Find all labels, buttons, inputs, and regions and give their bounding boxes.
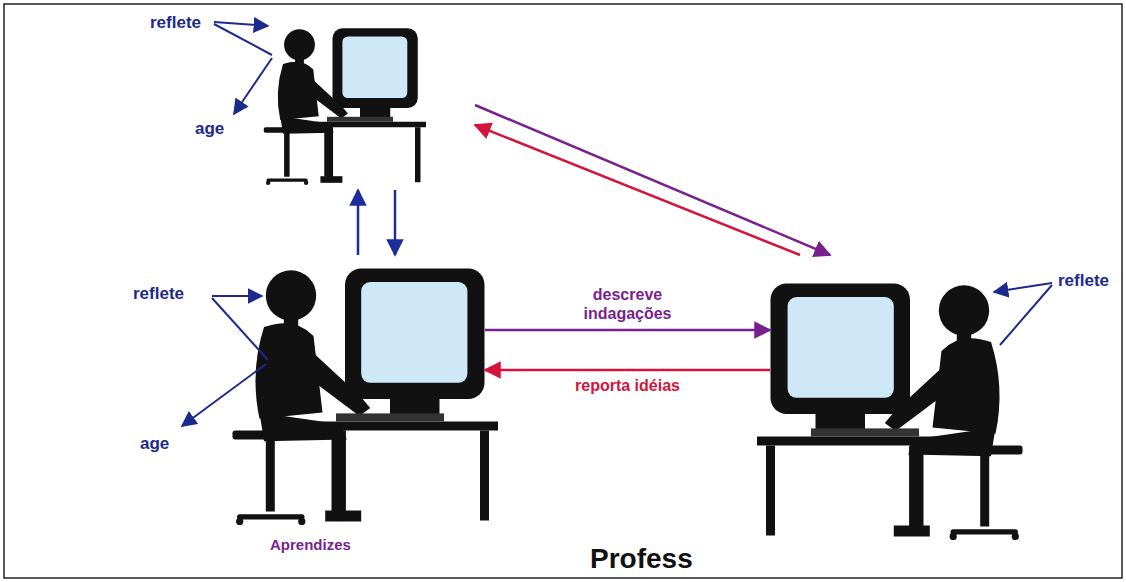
communication-arrow [485,329,770,332]
act-arrow [182,364,266,426]
action-label: reflete [133,285,184,304]
reflect-arrow [994,283,1052,292]
workstation-group: reflete [770,255,1120,545]
action-label: age [195,120,224,139]
communication-arrow [475,105,830,255]
workstation-group: reflete ageAprendizes [125,255,485,560]
edge-label: reporta idéias [572,376,683,396]
communication-arrow [394,190,397,255]
act-arrow [234,58,272,114]
edge-label: descreve indagações [572,285,683,324]
communication-arrow [475,125,800,255]
reflect-line [212,298,268,360]
reflect-arrow [212,295,262,297]
reflect-line [1000,285,1052,345]
communication-arrow [357,190,360,255]
teacher-figure [757,284,1023,541]
reflect-line [214,24,272,55]
action-label: age [140,435,169,454]
group-label: Aprendizes [270,537,351,554]
communication-arrow [485,369,770,372]
reflect-arrow [214,22,268,26]
action-label: reflete [150,14,201,33]
learner-figure [233,269,499,526]
frame [4,4,1122,578]
role-label: Profess [590,544,693,575]
leader-lines [182,22,1052,426]
learner-figure-top [264,28,426,185]
workstation-group: reflete age [140,8,475,190]
action-label: reflete [1058,272,1109,291]
